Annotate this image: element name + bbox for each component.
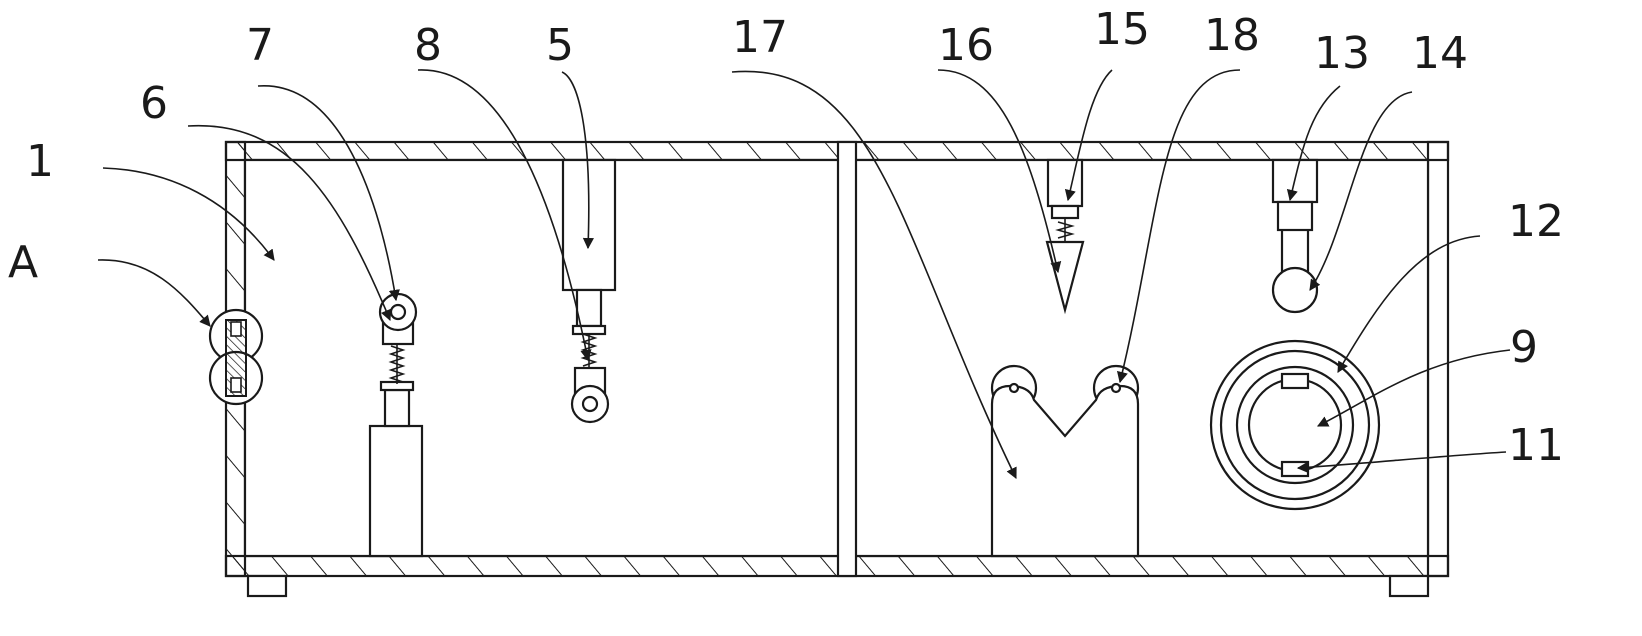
punch-tip <box>1045 240 1085 315</box>
leader-12 <box>1337 235 1481 373</box>
leader-7 <box>257 85 400 302</box>
press-roller-axle <box>581 395 599 413</box>
label-18: 18 <box>1204 10 1260 61</box>
label-13: 13 <box>1314 28 1370 79</box>
right-die-pin <box>1110 382 1122 394</box>
leader-18 <box>1116 69 1241 384</box>
leader-9 <box>1316 349 1511 427</box>
leader-15 <box>1064 69 1113 202</box>
label-9: 9 <box>1510 322 1538 373</box>
v-die-assembly <box>990 364 1140 558</box>
left-guide-roller-assembly <box>368 292 424 558</box>
label-7: 7 <box>246 20 274 71</box>
label-14: 14 <box>1412 28 1468 79</box>
left-guide-roller-axle <box>389 303 407 321</box>
right-foot <box>1388 574 1430 598</box>
inner-cavity <box>243 158 1430 558</box>
leader-A <box>97 259 211 327</box>
leader-lines <box>97 69 1511 480</box>
leader-16 <box>937 69 1062 274</box>
label-16: 16 <box>938 20 994 71</box>
left-foot <box>246 574 288 598</box>
leader-1 <box>102 167 275 261</box>
press-rod-collar <box>571 324 607 336</box>
winding-reel-assembly <box>1209 339 1381 511</box>
dome-cylinder-rod <box>1280 226 1310 274</box>
press-cylinder-rod <box>575 288 603 328</box>
leader-14 <box>1309 91 1413 291</box>
leader-6 <box>187 124 392 322</box>
left-die-pin <box>1008 382 1020 394</box>
leader-11 <box>1296 451 1507 473</box>
label-5: 5 <box>546 20 574 71</box>
right-wall <box>1426 140 1450 578</box>
label-6: 6 <box>140 78 168 129</box>
dome-cylinder-sleeve <box>1276 200 1314 232</box>
reel-key-bottom <box>1280 460 1310 478</box>
leader-13 <box>1286 85 1341 202</box>
left-cylinder-body <box>368 424 424 558</box>
punch-spring <box>1055 221 1075 239</box>
leader-5 <box>561 71 594 250</box>
label-8: 8 <box>414 20 442 71</box>
label-11: 11 <box>1508 420 1564 471</box>
reel-outer-ring-inner <box>1219 349 1371 501</box>
v-die-block <box>990 384 1140 558</box>
label-15: 15 <box>1094 4 1150 55</box>
leader-8 <box>417 69 592 362</box>
entry-pin-bottom <box>230 377 242 393</box>
label-1: 1 <box>26 136 54 187</box>
leader-17 <box>731 70 1017 480</box>
label-A: A <box>8 237 38 288</box>
entry-roller-assembly <box>208 308 264 406</box>
reference-labels: A 1 6 7 8 5 17 16 15 18 13 14 12 9 11 <box>8 4 1564 471</box>
punch-collar <box>1050 204 1080 220</box>
reel-key-top <box>1280 372 1310 390</box>
label-17: 17 <box>732 12 788 63</box>
entry-slot <box>225 319 247 397</box>
housing-frame <box>224 140 1450 598</box>
left-cylinder-rod <box>383 388 411 428</box>
entry-pin-top <box>230 321 242 337</box>
reel-hub <box>1247 377 1343 473</box>
center-partition <box>836 140 858 578</box>
label-12: 12 <box>1508 196 1564 247</box>
punch-cylinder-body <box>1046 158 1084 208</box>
